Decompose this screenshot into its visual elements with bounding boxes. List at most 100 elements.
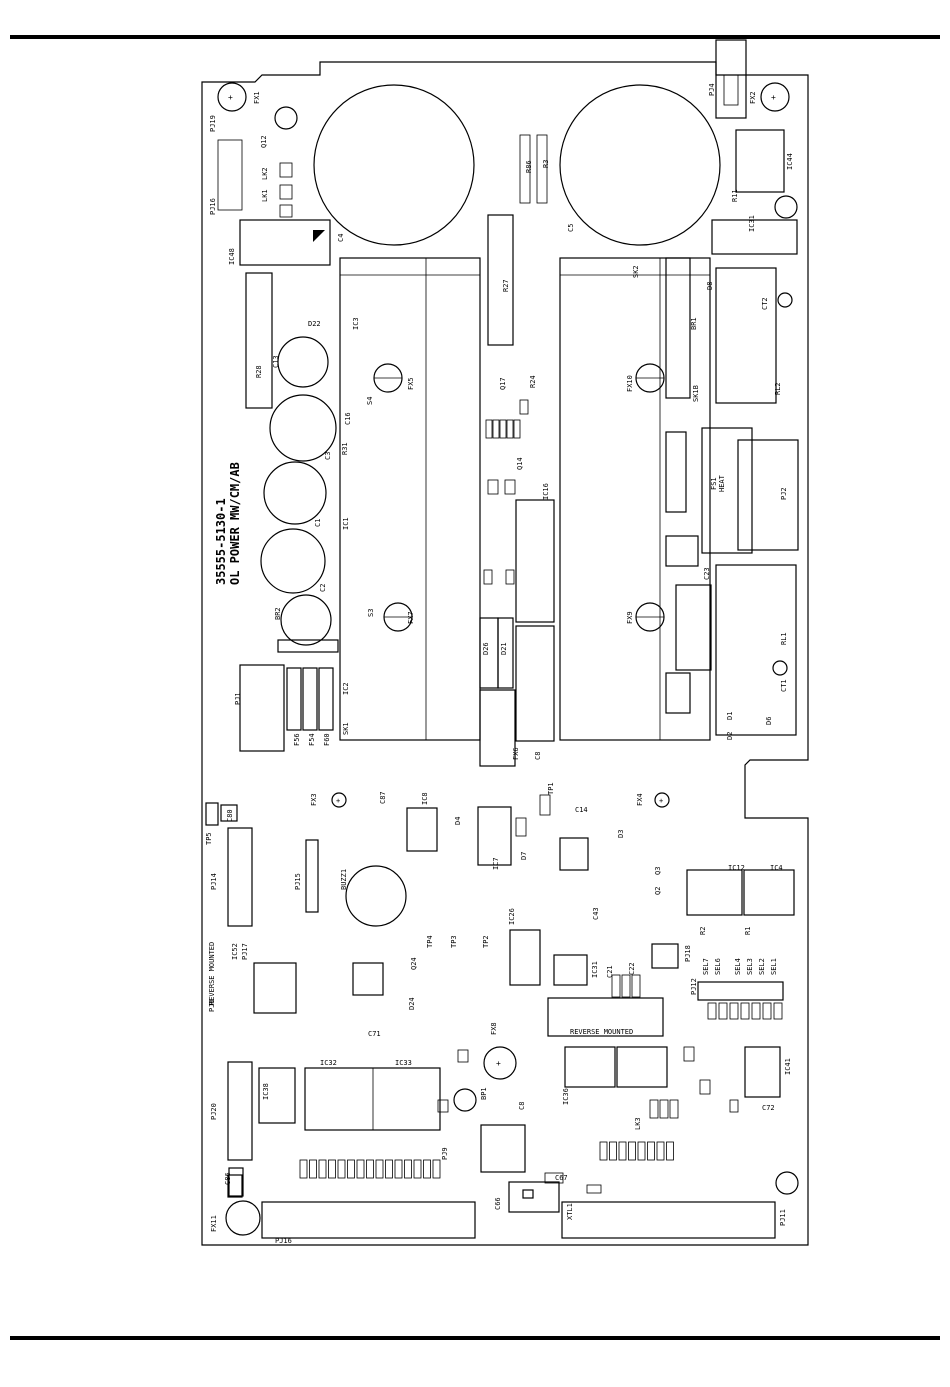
- pj4-inner: [723, 74, 739, 106]
- label-pj1: PJ1: [234, 692, 242, 705]
- label-d26: D26: [482, 642, 490, 655]
- mounting-holes: + + + + +: [217, 82, 799, 1236]
- label-fx10: FX10: [626, 375, 634, 392]
- passive-part: [621, 974, 631, 998]
- label-c43: C43: [592, 907, 600, 920]
- passive-part: [699, 1079, 711, 1095]
- passive-part: [611, 974, 621, 998]
- label-ic2: IC2: [342, 682, 350, 695]
- label-fx5: FX5: [407, 377, 415, 390]
- label-ic7: IC7: [492, 857, 500, 870]
- label-r3: R3: [542, 160, 550, 168]
- label-q3: Q3: [654, 867, 662, 875]
- passive-part: [217, 139, 243, 211]
- label-d4: D4: [454, 817, 462, 825]
- left-connectors: [205, 219, 339, 1198]
- label-ic3: IC3: [352, 317, 360, 330]
- label-c23: C23: [703, 567, 711, 580]
- label-d8: D8: [706, 282, 714, 290]
- label-lk1: LK1: [261, 189, 269, 202]
- label-c67: C67: [555, 1174, 568, 1182]
- passive-part: [328, 1159, 336, 1179]
- label-sel4: SEL4: [734, 958, 742, 975]
- label-d3: D3: [617, 830, 625, 838]
- passive-part: [751, 1002, 761, 1020]
- label-q14: Q14: [516, 457, 524, 470]
- label-pj4: PJ4: [708, 83, 716, 96]
- label-ic44: IC44: [786, 153, 794, 170]
- label-fx9: FX9: [626, 611, 634, 624]
- label-q17: Q17: [499, 377, 507, 390]
- label-sel1: SEL1: [770, 958, 778, 975]
- label-s3: S3: [367, 609, 375, 617]
- passive-part: [631, 974, 641, 998]
- label-ic4: IC4: [770, 864, 783, 872]
- passive-part: [536, 134, 548, 204]
- c4-marker: [313, 230, 325, 242]
- passive-part: [299, 1159, 308, 1179]
- passive-part: [318, 1159, 327, 1179]
- label-r11: R11: [731, 189, 739, 202]
- passive-part: [539, 794, 551, 816]
- passive-part: [437, 1099, 449, 1113]
- relays: [665, 129, 799, 736]
- label-tp1: TP1: [547, 782, 555, 795]
- label-sel3: SEL3: [746, 958, 754, 975]
- passive-part: [413, 1159, 422, 1179]
- label-d1: D1: [726, 712, 734, 720]
- svg-text:+: +: [496, 1059, 501, 1068]
- label-c13: C13: [272, 355, 280, 368]
- label-c5: C5: [567, 224, 575, 232]
- label-fx4: FX4: [636, 793, 644, 806]
- pj16-connector: [261, 1201, 476, 1239]
- passive-part: [309, 1159, 317, 1179]
- label-ic8: IC8: [421, 792, 429, 805]
- passive-part: [347, 1159, 355, 1179]
- label-pj2: PJ2: [780, 487, 788, 500]
- passive-part: [618, 1141, 627, 1161]
- label-ct2: CT2: [761, 297, 769, 310]
- label-d7: D7: [520, 852, 528, 860]
- svg-text:+: +: [336, 797, 340, 805]
- label-heat: HEAT: [718, 474, 726, 492]
- label-ic31: IC31: [748, 215, 756, 232]
- label-pj18: PJ18: [684, 945, 692, 962]
- capacitor-c5: [559, 84, 721, 246]
- label-pj15: PJ15: [294, 873, 302, 890]
- passive-part: [656, 1141, 665, 1161]
- label-rl2: RL2: [774, 382, 782, 395]
- passive-part: [487, 479, 499, 495]
- label-pj16: PJ16: [275, 1237, 292, 1245]
- label-sel2: SEL2: [758, 958, 766, 975]
- label-pj19: PJ19: [209, 115, 217, 132]
- passive-part: [773, 1002, 783, 1020]
- reverse-mounted-note-group: REVERSE MOUNTED: [208, 942, 216, 1005]
- label-tp2: TP2: [482, 935, 490, 948]
- label-ic32: IC32: [320, 1059, 337, 1067]
- label-sk1: SK1: [342, 722, 350, 735]
- label-c8b: C8: [518, 1102, 526, 1110]
- label-ic26: IC26: [508, 908, 516, 925]
- label-pj9: PJ9: [441, 1147, 449, 1160]
- label-fx7: FX7: [407, 611, 415, 624]
- label-lk2: LK2: [261, 167, 269, 180]
- passive-part: [519, 134, 531, 204]
- svg-text:+: +: [771, 93, 776, 102]
- label-xtl1: XTL1: [566, 1203, 574, 1220]
- label-br1: BR1: [690, 317, 698, 330]
- passive-part: [609, 1141, 617, 1161]
- label-c66: C66: [494, 1197, 502, 1210]
- label-d6: D6: [765, 717, 773, 725]
- fuse-holders: [373, 363, 665, 632]
- label-q12: Q12: [260, 135, 268, 148]
- label-ic52: IC52: [231, 943, 239, 960]
- part-number: 35555-5130-1: [214, 498, 228, 585]
- label-buzz1: BUZZ1: [340, 869, 348, 890]
- label-fs1: FS1: [710, 477, 718, 490]
- label-c3: C3: [324, 452, 332, 460]
- label-c21: C21: [606, 965, 614, 978]
- label-sel6: SEL6: [714, 958, 722, 975]
- svg-text:+: +: [659, 797, 663, 805]
